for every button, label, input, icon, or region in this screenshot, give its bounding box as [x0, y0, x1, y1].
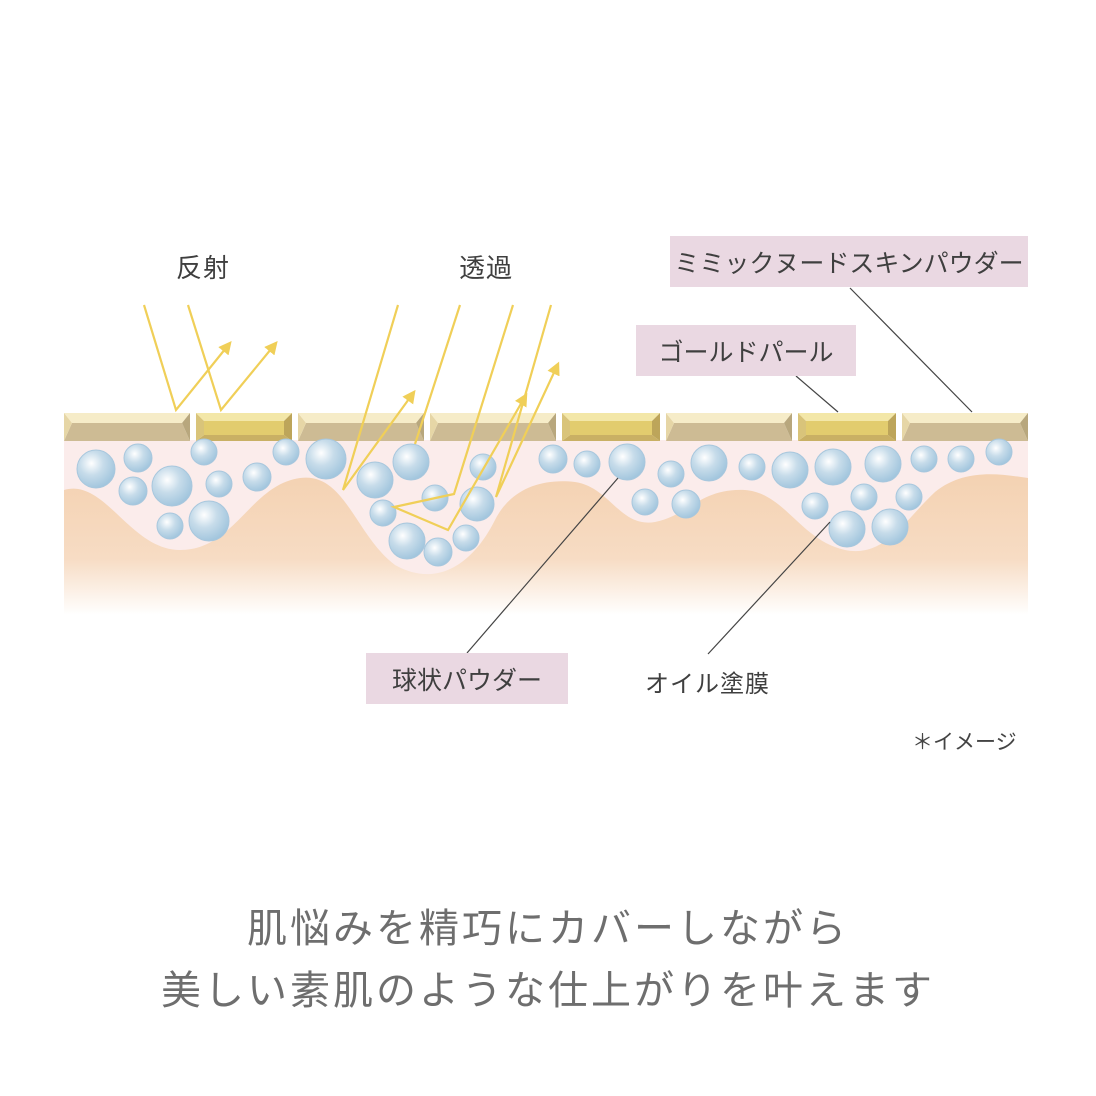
sphere [538, 444, 568, 474]
transmission-label: 透過 [459, 254, 514, 284]
caption-line-2: 美しい素肌のような仕上がりを叶えます [161, 968, 935, 1014]
sphere [631, 488, 659, 516]
sphere [242, 462, 272, 492]
transmitted-ray [413, 304, 462, 445]
reflected-ray [142, 304, 232, 413]
sphere [608, 443, 646, 481]
sphere [188, 500, 230, 542]
sphere [895, 483, 923, 511]
oil-film-label: オイル塗膜 [645, 670, 770, 698]
skin-powder-tag: ミミックヌードスキンパウダー [670, 236, 1028, 287]
sphere [156, 512, 184, 540]
transmitted-ray [494, 304, 560, 498]
sphere [392, 443, 430, 481]
reflection-label: 反射 [176, 254, 231, 284]
sphere [272, 438, 300, 466]
leader-lines [466, 287, 973, 655]
sphere [690, 444, 728, 482]
sphere [871, 508, 909, 546]
sphere [864, 445, 902, 483]
sphere [910, 445, 938, 473]
gold-plate [798, 413, 896, 441]
sphere [190, 438, 218, 466]
cream-plate [64, 413, 190, 441]
cream-plate [430, 413, 556, 441]
transmitted-ray [341, 304, 416, 491]
sphere [947, 445, 975, 473]
sphere [573, 450, 601, 478]
cream-plate [902, 413, 1028, 441]
sphere [801, 492, 829, 520]
sphere [423, 537, 453, 567]
cream-plate [666, 413, 792, 441]
sphere [388, 522, 426, 560]
sphere [657, 460, 685, 488]
sphere [151, 465, 193, 507]
sphere [356, 461, 394, 499]
spherical-powder-particles [76, 438, 1013, 567]
sphere [814, 448, 852, 486]
reflected-ray [186, 304, 278, 413]
sphere [469, 453, 497, 481]
image-note: ＊イメージ [912, 730, 1017, 754]
sphere [118, 476, 148, 506]
sphere [771, 451, 809, 489]
sphere [850, 483, 878, 511]
sphere [123, 443, 153, 473]
powder-plates [64, 413, 1028, 441]
gold-pearl-tag: ゴールドパール [636, 325, 856, 376]
sphere [459, 486, 495, 522]
sphere [738, 453, 766, 481]
transmitted-ray [390, 304, 528, 532]
gold-plate [196, 413, 292, 441]
sphere [671, 489, 701, 519]
sphere [828, 510, 866, 548]
spherical-powder-tag: 球状パウダー [366, 653, 568, 704]
skin-layer [64, 474, 1028, 615]
sphere [452, 524, 480, 552]
caption-line-1: 肌悩みを精巧にカバーしながら [247, 906, 849, 952]
light-rays [142, 304, 560, 532]
sphere [985, 438, 1013, 466]
sphere [369, 499, 397, 527]
sphere [76, 449, 116, 489]
sphere [205, 470, 233, 498]
gold-plate [562, 413, 660, 441]
sphere [305, 438, 347, 480]
